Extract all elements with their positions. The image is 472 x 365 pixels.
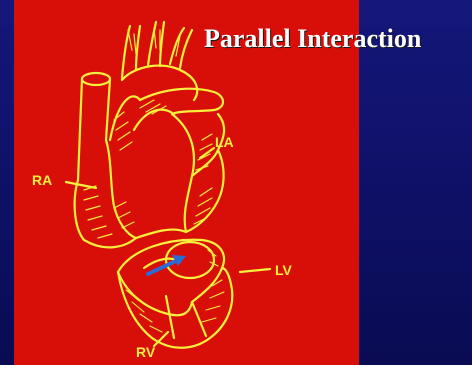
label-rv: RV xyxy=(136,345,155,359)
ra-leader-line xyxy=(66,182,96,188)
heart-body-outline xyxy=(75,96,224,247)
label-ra: RA xyxy=(32,173,52,187)
heart-illustration xyxy=(14,0,359,365)
label-lv: LV xyxy=(275,263,292,277)
lv-leader-line xyxy=(240,269,270,272)
label-la: LA xyxy=(215,135,234,149)
pulmonary-artery xyxy=(134,89,223,130)
slide-title: Parallel Interaction xyxy=(204,24,421,54)
superior-vena-cava xyxy=(78,73,110,180)
